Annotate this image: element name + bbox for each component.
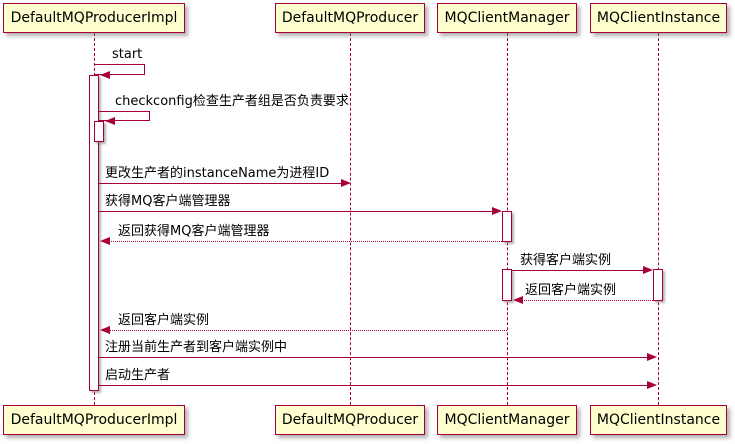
arrowhead-get-manager (492, 207, 502, 215)
participant-top-mqclientinstance: MQClientInstance (590, 3, 727, 33)
message-label-start: start (112, 47, 143, 62)
participant-top-mqclientmanager: MQClientManager (437, 3, 577, 33)
arrowhead-start (100, 71, 110, 79)
activation-bar-clientmanager-1 (502, 211, 512, 242)
participant-bottom-defaultmqproducerimpl: DefaultMQProducerImpl (3, 405, 185, 435)
arrowhead-return-instance-to-manager (513, 296, 523, 304)
arrowhead-register-producer (647, 353, 657, 361)
message-line-get-instance (512, 270, 645, 271)
participant-label: MQClientManager (444, 412, 570, 428)
message-line-register-producer (99, 357, 649, 358)
message-label-return-manager: 返回获得MQ客户端管理器 (118, 224, 270, 239)
participant-label: MQClientInstance (596, 10, 721, 26)
arrowhead-set-instancename (341, 179, 351, 187)
message-label-set-instancename: 更改生产者的instanceName为进程ID (105, 166, 330, 181)
arrowhead-checkconfig (105, 117, 115, 125)
participant-bottom-mqclientmanager: MQClientManager (437, 405, 577, 435)
participant-label: DefaultMQProducerImpl (10, 412, 178, 428)
message-label-get-instance: 获得客户端实例 (520, 253, 612, 268)
participant-label: DefaultMQProducer (281, 10, 419, 26)
message-line-get-manager (99, 211, 494, 212)
participant-bottom-mqclientinstance: MQClientInstance (590, 405, 727, 435)
participant-top-defaultmqproducer: DefaultMQProducer (275, 3, 425, 33)
participant-label: DefaultMQProducerImpl (10, 10, 178, 26)
message-line-return-manager (108, 241, 502, 242)
message-label-checkconfig: checkconfig检查生产者组是否负责要求 (115, 94, 349, 109)
lifeline-defaultmqproducer (350, 33, 351, 405)
activation-bar-producerimpl-nested (94, 121, 104, 142)
activation-bar-clientmanager-2 (502, 269, 512, 301)
message-line-return-instance-to-producer (108, 330, 507, 331)
arrowhead-start-producer (647, 381, 657, 389)
participant-label: DefaultMQProducer (281, 412, 419, 428)
message-line-start-producer (99, 385, 649, 386)
message-label-return-instance-to-producer: 返回客户端实例 (118, 313, 210, 328)
arrowhead-return-instance-to-producer (100, 326, 110, 334)
participant-label: MQClientManager (444, 10, 570, 26)
arrowhead-get-instance (643, 266, 653, 274)
participant-top-defaultmqproducerimpl: DefaultMQProducerImpl (3, 3, 185, 33)
message-line-start (94, 64, 145, 75)
message-line-set-instancename (99, 183, 343, 184)
arrowhead-return-manager (100, 237, 110, 245)
message-label-return-instance-to-manager: 返回客户端实例 (525, 283, 617, 298)
participant-bottom-defaultmqproducer: DefaultMQProducer (275, 405, 425, 435)
participant-label: MQClientInstance (596, 412, 721, 428)
message-line-return-instance-to-manager (521, 300, 653, 301)
lifeline-mqclientinstance (658, 33, 659, 405)
activation-bar-clientinstance (653, 269, 663, 301)
activation-bar-producerimpl-main (89, 75, 99, 391)
message-label-start-producer: 启动生产者 (105, 368, 171, 383)
message-label-register-producer: 注册当前生产者到客户端实例中 (105, 340, 288, 355)
message-line-checkconfig (99, 111, 150, 121)
message-label-get-manager: 获得MQ客户端管理器 (105, 194, 231, 209)
